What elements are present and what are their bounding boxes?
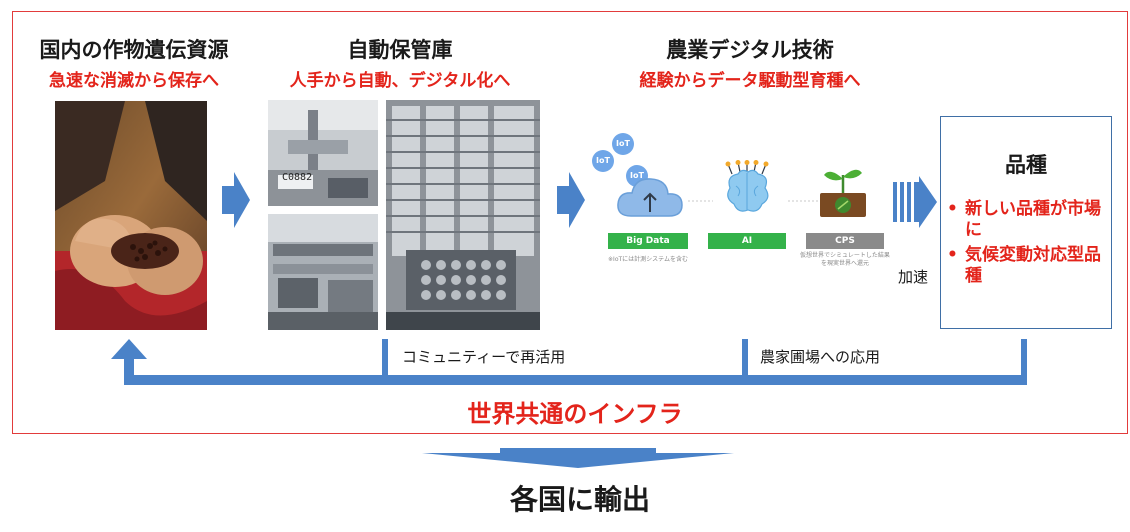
section3-title: 農業デジタル技術 (666, 38, 834, 62)
varieties-list: • 新しい品種が市場に • 気候変動対応型品種 (947, 199, 1107, 287)
cloud-upload-icon (617, 178, 683, 217)
storage-rack-photo (386, 100, 540, 330)
list-item: • 気候変動対応型品種 (947, 245, 1101, 286)
right-arrow-icon (222, 172, 250, 228)
right-arrow-icon (557, 172, 585, 228)
down-arrow-icon (422, 448, 734, 468)
cps-note: 仮想世界でシミュレートした結果を現実世界へ還元 (800, 252, 890, 267)
main-frame (12, 11, 1128, 434)
list-item: • 新しい品種が市場に (947, 199, 1101, 240)
export-label: 各国に輸出 (509, 483, 650, 516)
community-label: コミュニティーで再活用 (402, 348, 566, 366)
varieties-title: 品種 (1005, 153, 1047, 177)
farm-label: 農家圃場への応用 (760, 348, 881, 366)
bigdata-note: ※IoTには計測システムを含む (608, 256, 688, 263)
accelerate-label: 加速 (898, 268, 929, 286)
section1-subtitle: 急速な消滅から保存へ (49, 71, 219, 91)
robot-arm-photo (268, 100, 378, 206)
photo-label: C0882 (282, 172, 313, 183)
iot-bubble: IoT (592, 150, 614, 172)
sprout-icon (820, 169, 866, 217)
striped-arrow-icon (893, 176, 937, 228)
dotted-connector (688, 200, 818, 202)
brain-icon (725, 160, 769, 212)
feedback-loop-arrow (111, 339, 1027, 385)
infrastructure-label: 世界共通のインフラ (467, 400, 683, 428)
iot-bubble: IoT (612, 133, 634, 155)
big-data-pill: Big Data (608, 233, 688, 249)
conveyor-photo (268, 214, 378, 330)
section3-subtitle: 経験からデータ駆動型育種へ (639, 71, 861, 91)
varieties-box: 品種 • 新しい品種が市場に • 気候変動対応型品種 (940, 116, 1112, 329)
ai-pill: AI (708, 233, 786, 249)
cps-pill: CPS (806, 233, 884, 249)
section2-title: 自動保管庫 (347, 38, 453, 62)
section1-title: 国内の作物遺伝資源 (39, 38, 229, 62)
seed-hands-photo (55, 101, 207, 330)
section2-subtitle: 人手から自動、デジタル化へ (289, 71, 511, 91)
